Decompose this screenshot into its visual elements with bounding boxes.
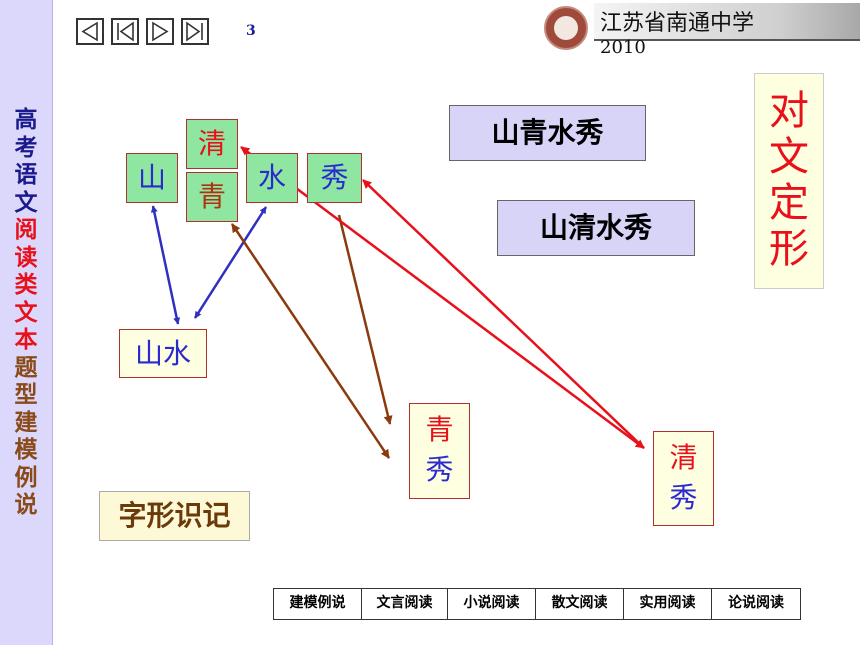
- nav-tab[interactable]: 文言阅读: [362, 589, 448, 619]
- arrow-qing-qingxiu: [230, 223, 391, 459]
- triangle-right-icon: [152, 21, 169, 42]
- sidebar: 高考语文阅读类文本题型建模例说: [0, 0, 53, 645]
- note-char: 文: [769, 134, 809, 180]
- phrase-shanqingshuixiu-green: 山青水秀: [449, 105, 646, 161]
- nav-tab[interactable]: 小说阅读: [448, 589, 536, 619]
- school-name: 江苏省南通中学: [600, 11, 755, 36]
- sidebar-title-char: 文: [14, 298, 38, 326]
- sidebar-title-char: 本: [14, 326, 38, 353]
- phrase-shanqingshuixiu-water: 山清水秀: [497, 200, 695, 256]
- sidebar-title-char: 类: [14, 271, 38, 298]
- skip-first-icon: [117, 21, 134, 42]
- word-shanshui: 山水: [119, 329, 207, 378]
- sidebar-title-char: 语: [14, 161, 38, 188]
- sidebar-title-char: 读: [14, 243, 38, 271]
- next-page-button[interactable]: [146, 18, 174, 45]
- answer-char: 秀: [425, 453, 454, 486]
- page-number: 3: [246, 23, 256, 39]
- sidebar-title-char: 阅: [14, 216, 38, 243]
- sidebar-title-char: 建: [14, 408, 38, 436]
- note-char: 对: [769, 88, 809, 134]
- sidebar-title-char: 模: [14, 436, 38, 463]
- sidebar-title-char: 文: [14, 188, 38, 216]
- first-page-button[interactable]: [111, 18, 139, 45]
- triangle-left-icon: [81, 21, 98, 42]
- sidebar-title-char: 型: [14, 381, 38, 408]
- nav-tab[interactable]: 散文阅读: [536, 589, 624, 619]
- arrow-shan-shanshui: [150, 205, 181, 325]
- answer-qingxiu-green: 青 秀: [409, 403, 470, 499]
- nav-tab[interactable]: 实用阅读: [624, 589, 712, 619]
- school-year: 2010: [600, 37, 646, 58]
- bottom-nav: 建模例说文言阅读小说阅读散文阅读实用阅读论说阅读: [273, 588, 801, 620]
- last-page-button[interactable]: [181, 18, 209, 45]
- char-shan: 山: [126, 153, 178, 203]
- answer-char: 清: [669, 441, 698, 474]
- school-seal-icon: [544, 6, 588, 50]
- school-banner: [594, 3, 860, 41]
- char-qing-green: 青: [186, 172, 238, 222]
- sidebar-title-char: 说: [14, 491, 38, 518]
- char-xiu: 秀: [307, 153, 362, 203]
- sidebar-title-char: 例: [14, 463, 38, 491]
- answer-char: 秀: [669, 481, 698, 514]
- arrow-xiu-qingxiu-b: [362, 179, 645, 449]
- char-shui: 水: [246, 153, 298, 203]
- arrow-shui-shanshui: [193, 206, 268, 319]
- char-qing-water: 清: [186, 119, 238, 169]
- note-duiwendingxing: 对文定形: [754, 73, 824, 289]
- sidebar-title-char: 考: [14, 133, 38, 161]
- sidebar-title: 高考语文阅读类文本题型建模例说: [0, 106, 52, 519]
- label-zixingshiji: 字形识记: [99, 491, 250, 541]
- nav-tab[interactable]: 建模例说: [274, 589, 362, 619]
- skip-last-icon: [186, 21, 203, 42]
- note-char: 定: [769, 180, 809, 226]
- sidebar-title-char: 题: [14, 353, 38, 381]
- sidebar-title-char: 高: [14, 106, 38, 133]
- note-char: 形: [769, 226, 809, 272]
- nav-tab[interactable]: 论说阅读: [728, 595, 784, 611]
- answer-qingxiu-water: 清 秀: [653, 431, 714, 526]
- prev-page-button[interactable]: [76, 18, 104, 45]
- answer-char: 青: [425, 413, 454, 446]
